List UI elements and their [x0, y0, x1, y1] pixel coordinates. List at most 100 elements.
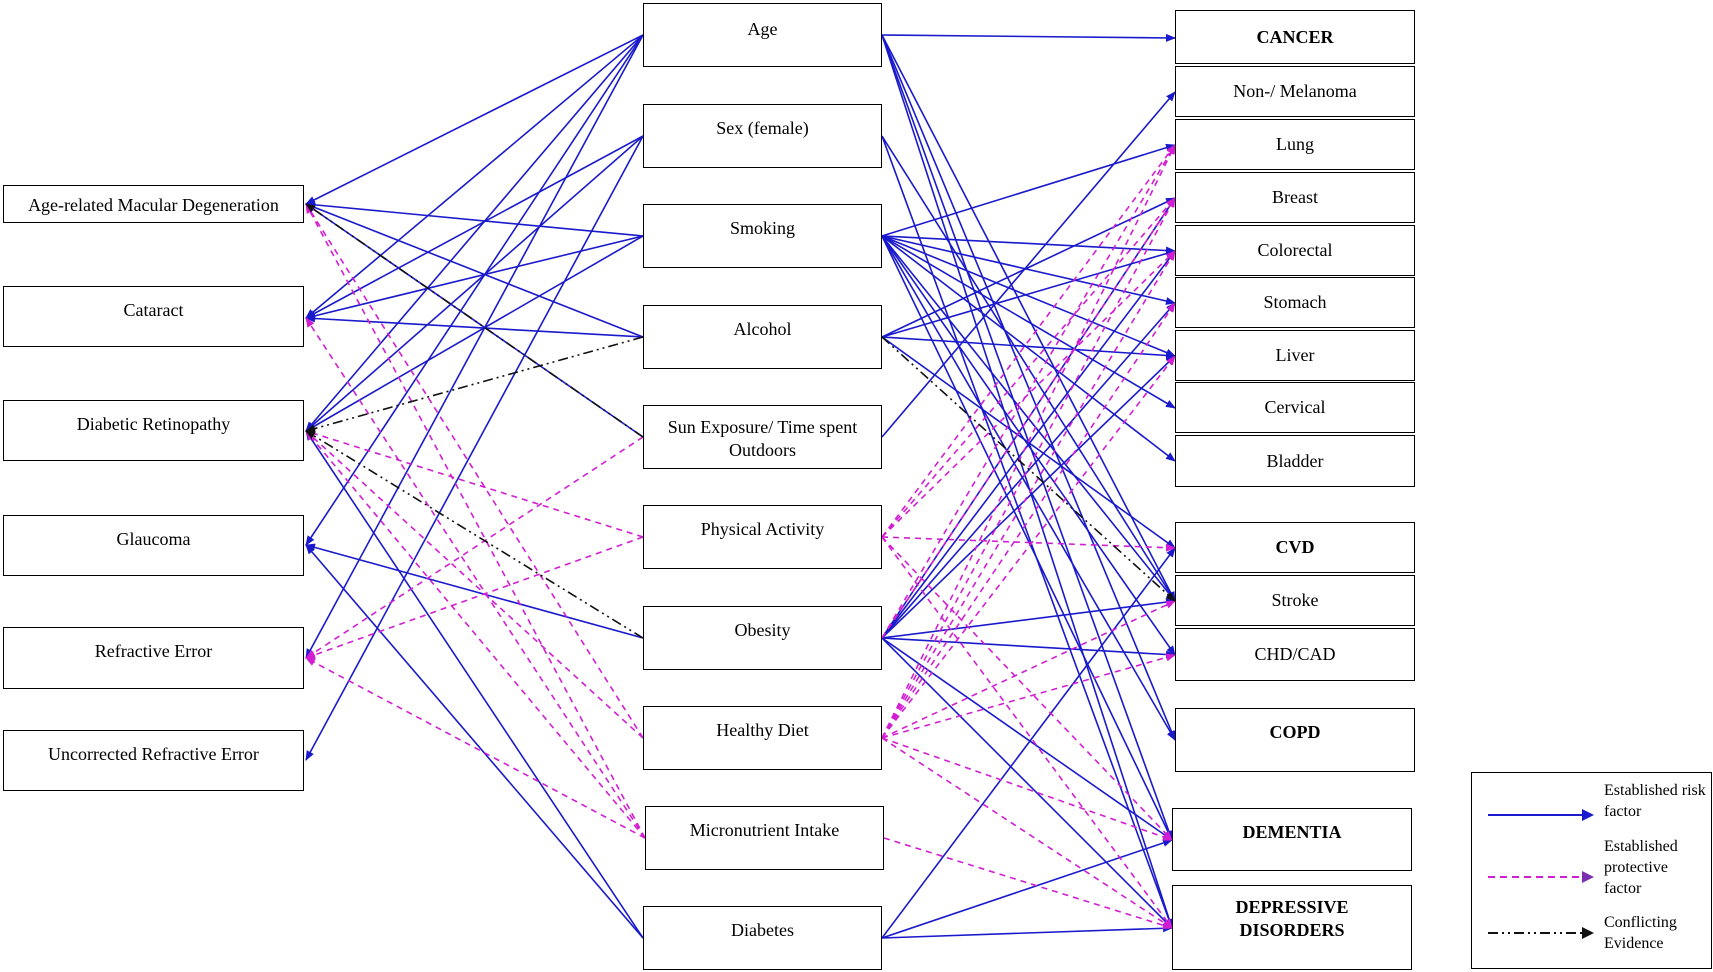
outcome-label: DEMENTIA [1242, 822, 1342, 842]
outcome-label: Non-/ Melanoma [1233, 81, 1357, 102]
edge-risk-smoking-copd [881, 235, 1176, 741]
outcome-label: Colorectal [1257, 240, 1333, 261]
factor-sun-exposure: Sun Exposure/ Time spent Outdoors [643, 405, 882, 469]
outcome-label: CHD/CAD [1254, 644, 1336, 665]
edge-risk-smoking-stomach [881, 235, 1176, 305]
outcome-label: Liver [1275, 345, 1315, 366]
edge-risk-alcohol-breast [881, 197, 1176, 338]
outcome-dementia: DEMENTIA [1172, 808, 1412, 871]
edge-risk-obesity-depressive [881, 637, 1173, 929]
edge-protective-micro-amd [305, 203, 646, 839]
outcome-label: COPD [1269, 722, 1321, 742]
edge-risk-obesity-stroke [881, 598, 1176, 639]
eye-condition-label: Cataract [123, 300, 184, 320]
outcome-stomach: Stomach [1175, 277, 1415, 328]
factor-label: Diabetes [731, 920, 794, 940]
factor-alcohol: Alcohol [643, 305, 882, 369]
edge-protective-diet-depressive [881, 737, 1173, 929]
edge-risk-smoking-colorectal [881, 235, 1176, 255]
outcome-chd-cad: CHD/CAD [1175, 628, 1415, 681]
edge-risk-diabetes-cvd [881, 547, 1176, 939]
outcome-label: Stroke [1271, 590, 1319, 611]
edge-risk-age-copd [881, 34, 1176, 741]
edge-risk-alcohol-colorectal [881, 249, 1176, 338]
factor-label: Age [747, 19, 778, 39]
edge-risk-alcohol-cvd [881, 336, 1176, 549]
edge-conflicting-alcohol-stroke [881, 336, 1176, 602]
legend-protective-row: Established protective factor [1472, 837, 1711, 907]
edge-risk-diabetes-dr [305, 430, 644, 939]
factor-label: Physical Activity [700, 519, 825, 539]
legend-protective-label: Established protective factor [1604, 838, 1678, 897]
outcome-liver: Liver [1175, 330, 1415, 381]
edge-risk-sex-cataract [305, 135, 644, 319]
factor-label: Sun Exposure/ Time spent Outdoors [667, 417, 858, 460]
eye-condition-diabetic-retinopathy: Diabetic Retinopathy [3, 400, 304, 461]
eye-condition-label: Glaucoma [116, 529, 191, 549]
edge-protective-pa-dr [305, 429, 644, 538]
edge-risk-age-cataract [305, 34, 644, 319]
edge-protective-diet-colorectal [881, 250, 1176, 739]
edge-risk-alcohol-liver [881, 336, 1176, 360]
edge-risk-age-glaucoma [305, 34, 644, 546]
edge-risk-alcohol-amd [305, 203, 644, 338]
edge-protective-pa-colorectal [881, 250, 1176, 538]
outcome-label: Cervical [1264, 397, 1326, 418]
outcome-label: DEPRESSIVE DISORDERS [1235, 897, 1349, 940]
outcome-breast: Breast [1175, 172, 1415, 223]
edge-risk-obesity-glaucoma [305, 543, 644, 639]
edge-risk-sun-melanoma [881, 91, 1176, 438]
edge-risk-smoking-lung [881, 143, 1176, 237]
outcome-colorectal: Colorectal [1175, 225, 1415, 276]
edge-risk-smoking-dementia [881, 235, 1173, 841]
factor-label: Alcohol [733, 319, 792, 339]
legend-conflicting-arrow-icon [1488, 927, 1594, 939]
outcome-label: Breast [1272, 187, 1318, 208]
eye-condition-cataract: Cataract [3, 286, 304, 347]
outcome-lung: Lung [1175, 119, 1415, 170]
edge-risk-age-dr [305, 34, 644, 432]
edge-risk-smoking-liver [881, 235, 1176, 357]
legend-risk-label: Established risk factor [1604, 782, 1706, 820]
eye-condition-glaucoma: Glaucoma [3, 515, 304, 576]
edge-risk-obesity-chd [881, 637, 1176, 659]
legend-risk-row: Established risk factor [1472, 781, 1711, 833]
factor-label: Smoking [729, 218, 795, 238]
edge-risk-smoking-dr [305, 235, 644, 432]
edge-protective-pa-breast [881, 197, 1176, 538]
outcome-cervical: Cervical [1175, 382, 1415, 433]
edge-protective-sun-re [305, 436, 644, 659]
outcome-depressive-disorders: DEPRESSIVE DISORDERS [1172, 885, 1412, 970]
factor-smoking: Smoking [643, 204, 882, 268]
edge-protective-diet-dr [305, 430, 644, 739]
factor-label: Obesity [734, 620, 791, 640]
outcome-melanoma: Non-/ Melanoma [1175, 66, 1415, 117]
legend-conflicting-row: Conflicting Evidence [1472, 913, 1711, 963]
edge-conflicting-obesity-dr [305, 430, 644, 639]
edge-risk-age-depressive [881, 34, 1174, 929]
edge-conflicting-sun-amd [305, 203, 644, 438]
factor-label: Healthy Diet [716, 720, 809, 740]
factor-obesity: Obesity [643, 606, 882, 670]
edge-protective-pa-dementia [881, 536, 1173, 841]
factor-age: Age [643, 3, 882, 67]
edge-protective-pa-cvd [881, 536, 1176, 552]
factor-physical-activity: Physical Activity [643, 505, 882, 569]
edge-protective-pa-depressive [881, 536, 1173, 929]
edge-risk-obesity-liver [881, 355, 1176, 639]
outcome-copd: COPD [1175, 708, 1415, 772]
factor-sex-female: Sex (female) [643, 104, 882, 168]
factor-label: Micronutrient Intake [689, 820, 840, 840]
legend-risk-arrow-icon [1488, 809, 1594, 821]
edge-risk-sex-dr [305, 135, 644, 432]
edge-protective-diet-dementia [881, 737, 1173, 841]
edge-risk-obesity-dementia [881, 637, 1173, 841]
outcome-cvd: CVD [1175, 522, 1415, 573]
outcome-label: Stomach [1263, 292, 1327, 313]
eye-condition-label: Age-related Macular Degeneration [28, 195, 279, 215]
outcome-label: Bladder [1266, 450, 1324, 471]
legend-conflicting-label: Conflicting Evidence [1604, 914, 1677, 952]
factor-label: Sex (female) [716, 118, 809, 138]
